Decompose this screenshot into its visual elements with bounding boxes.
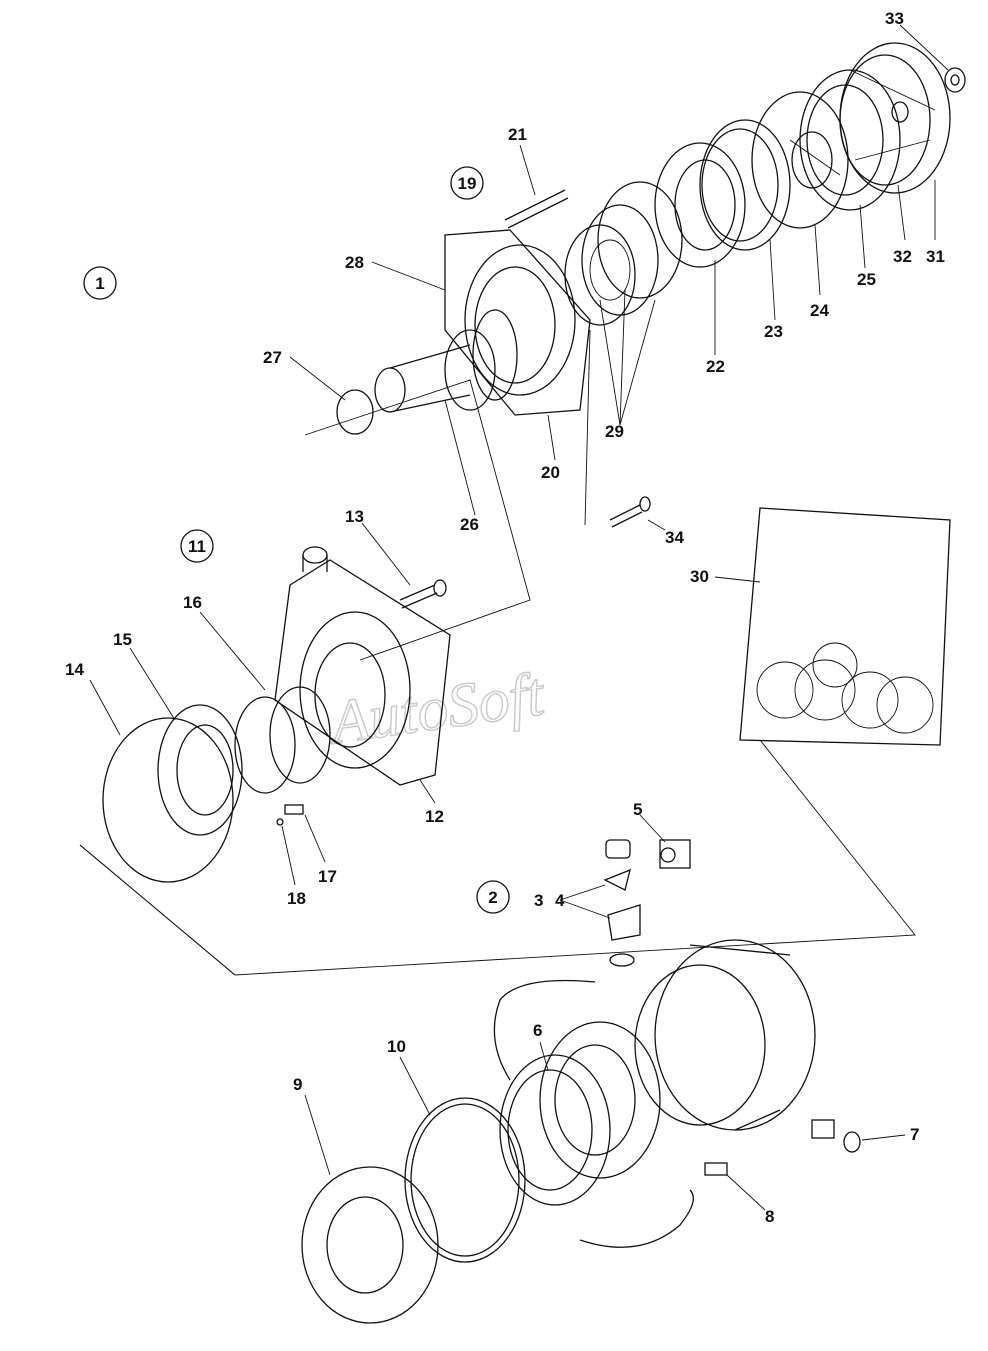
callout-8: 8 (765, 1207, 774, 1226)
part-7-seal (811, 1119, 861, 1153)
callout-9: 9 (293, 1075, 302, 1094)
callout-5: 5 (633, 800, 642, 819)
part-9-cover-plate (301, 1166, 439, 1324)
callout-30: 30 (690, 567, 709, 586)
callout-16: 16 (183, 593, 202, 612)
part-15-bearing (157, 704, 243, 836)
part-motor-housing (634, 939, 816, 1131)
callout-25: 25 (857, 270, 876, 289)
part-25-plate (799, 69, 901, 211)
svg-text:2: 2 (488, 888, 497, 907)
part-18-ball (276, 818, 284, 826)
part-33-plug (944, 67, 966, 93)
part-26-shaft (374, 309, 518, 413)
callout-14: 14 (65, 660, 84, 679)
part-21-stud (504, 189, 569, 229)
part-24-piston (751, 91, 849, 229)
part-34-bolt (609, 496, 651, 528)
part-cam-ring (499, 1054, 611, 1206)
part-13-bolt (399, 579, 447, 609)
assembly-outline-top (304, 379, 531, 661)
callout-34: 34 (665, 528, 684, 547)
part-16-bearing-rings (234, 686, 331, 794)
group-label-1: 1 (83, 266, 117, 300)
callout-23: 23 (764, 322, 783, 341)
callout-32: 32 (893, 247, 912, 266)
group-label-11: 11 (180, 529, 214, 563)
part-29-friction-discs (564, 181, 683, 326)
callout-17: 17 (318, 867, 337, 886)
svg-text:11: 11 (188, 537, 206, 556)
callout-13: 13 (345, 507, 364, 526)
callout-31: 31 (926, 247, 945, 266)
callout-22: 22 (706, 357, 725, 376)
part-breather-plug (302, 546, 328, 572)
callout-15: 15 (113, 630, 132, 649)
callout-6: 6 (533, 1021, 542, 1040)
callout-3: 3 (534, 891, 543, 910)
part-5-roller (659, 839, 691, 869)
part-8-plug (704, 1162, 728, 1176)
callout-33: 33 (885, 9, 904, 28)
callout-26: 26 (460, 515, 479, 534)
assembly-outline-left (79, 844, 236, 976)
part-30-seal-kit-bag (739, 507, 951, 746)
part-23-seal-ring (699, 119, 791, 251)
callout-29: 29 (605, 422, 624, 441)
callout-20: 20 (541, 463, 560, 482)
watermark: AutoSoft (323, 660, 550, 758)
part-6-rotor (539, 1021, 661, 1179)
part-balls-chain-lower (579, 1189, 694, 1248)
callout-21: 21 (508, 125, 527, 144)
assembly-outline-middle (79, 739, 916, 976)
group-label-2: 2 (476, 880, 510, 914)
part-14-shim (102, 717, 234, 883)
callout-18: 18 (287, 889, 306, 908)
part-20-housing-flange (444, 229, 591, 416)
callout-27: 27 (263, 348, 282, 367)
part-3-4-pistons (603, 839, 641, 967)
group-label-19: 19 (450, 166, 484, 200)
callout-12: 12 (425, 807, 444, 826)
part-balls-chain-upper (493, 979, 596, 1081)
part-31-end-cover (839, 42, 951, 194)
part-17-pin (284, 804, 304, 815)
callout-4: 4 (555, 891, 565, 910)
callout-7: 7 (910, 1125, 919, 1144)
part-10-seal-ring (404, 1097, 526, 1263)
svg-text:1: 1 (95, 274, 104, 293)
part-22-pressure-plate (654, 142, 746, 268)
part-27-o-ring (336, 389, 374, 435)
svg-text:19: 19 (458, 174, 477, 193)
callout-24: 24 (810, 301, 829, 320)
callout-28: 28 (345, 253, 364, 272)
callout-10: 10 (387, 1037, 406, 1056)
